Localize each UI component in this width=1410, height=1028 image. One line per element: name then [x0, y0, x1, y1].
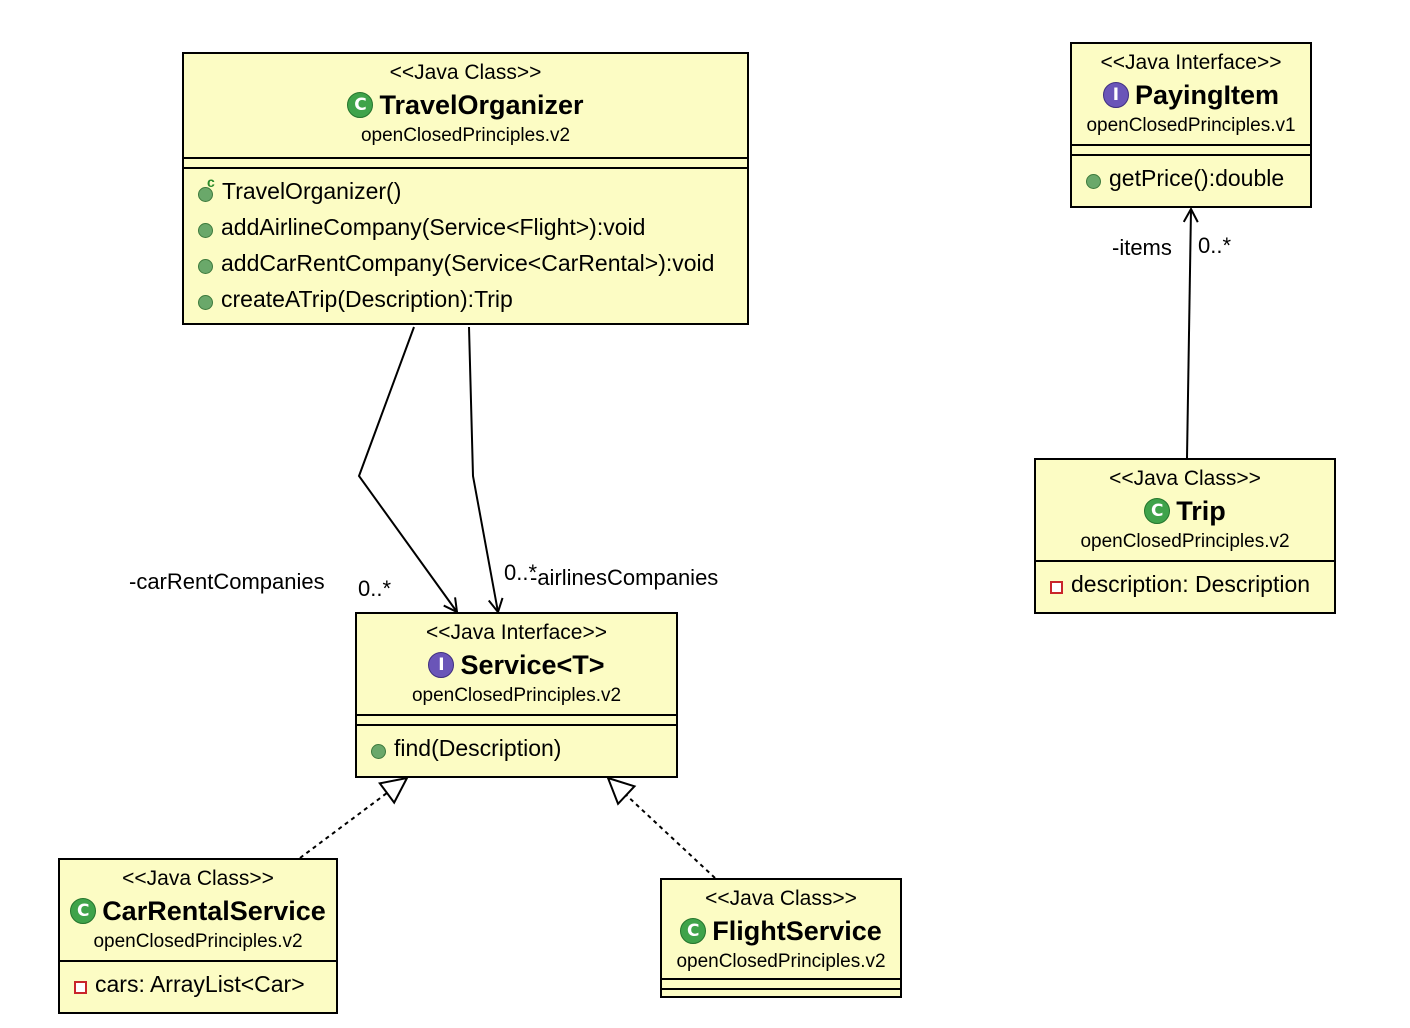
flight-service-realization	[606, 776, 716, 879]
member-row: addAirlineCompany(Service<Flight>):void	[198, 209, 747, 245]
package-name: openClosedPrinciples.v1	[1086, 115, 1296, 136]
car-rental-service-class[interactable]: <<Java Class>> C CarRentalService openCl…	[58, 858, 338, 1014]
class-name: Trip	[1176, 495, 1226, 526]
member-text: TravelOrganizer()	[222, 177, 402, 204]
member-list: getPrice():double	[1072, 156, 1310, 200]
member-row: c TravelOrganizer()	[198, 173, 747, 209]
class-name: CarRentalService	[102, 895, 326, 926]
member-text: addAirlineCompany(Service<Flight>):void	[221, 213, 646, 240]
stereotype: <<Java Class>>	[122, 867, 274, 890]
java-class-icon: C	[70, 898, 97, 924]
service-interface[interactable]: <<Java Interface>> I Service<T> openClos…	[355, 612, 678, 778]
member-row: find(Description)	[371, 730, 676, 766]
items-association	[1187, 209, 1191, 459]
java-class-icon: C	[347, 92, 374, 118]
java-interface-icon: I	[1102, 82, 1129, 108]
airlines-companies-multiplicity: 0..*	[504, 560, 538, 585]
public-method-icon	[198, 258, 213, 274]
member-text: addCarRentCompany(Service<CarRental>):vo…	[221, 249, 715, 276]
member-row: createATrip(Description):Trip	[198, 281, 747, 317]
package-name: openClosedPrinciples.v2	[676, 951, 886, 972]
interface-name: PayingItem	[1134, 79, 1280, 110]
private-field-icon	[74, 980, 87, 994]
class-name: TravelOrganizer	[379, 89, 584, 120]
stereotype: <<Java Class>>	[1109, 467, 1261, 490]
member-list: c TravelOrganizer() addAirlineCompany(Se…	[184, 169, 747, 321]
member-row: cars: ArrayList<Car>	[74, 966, 336, 1002]
package-name: openClosedPrinciples.v2	[93, 931, 303, 952]
class-name: FlightService	[712, 915, 882, 946]
stereotype: <<Java Interface>>	[426, 621, 607, 644]
items-role: -items	[1112, 235, 1172, 260]
java-class-icon: C	[1144, 498, 1171, 524]
items-multiplicity: 0..*	[1198, 233, 1232, 258]
public-method-icon	[198, 294, 213, 310]
java-class-icon: C	[680, 918, 707, 944]
airlines-companies-role: -airlinesCompanies	[530, 565, 719, 590]
travel-organizer-class[interactable]: <<Java Class>> C TravelOrganizer openClo…	[182, 52, 749, 325]
member-text: description: Description	[1071, 570, 1311, 597]
member-text: getPrice():double	[1109, 164, 1285, 191]
member-text: cars: ArrayList<Car>	[95, 970, 305, 997]
car-rental-service-realization	[299, 776, 409, 859]
stereotype: <<Java Class>>	[389, 61, 542, 84]
member-row: description: Description	[1050, 566, 1334, 602]
member-row: getPrice():double	[1086, 160, 1310, 196]
stereotype: <<Java Interface>>	[1100, 51, 1282, 74]
car-rent-companies-role: -carRentCompanies	[129, 569, 325, 594]
public-method-icon	[1086, 173, 1101, 189]
constructor-icon: c	[198, 174, 215, 202]
flight-service-class[interactable]: <<Java Class>> C FlightService openClose…	[660, 878, 902, 998]
stereotype: <<Java Class>>	[705, 887, 857, 910]
paying-item-interface[interactable]: <<Java Interface>> I PayingItem openClos…	[1070, 42, 1312, 208]
package-name: openClosedPrinciples.v2	[360, 125, 571, 146]
java-interface-icon: I	[428, 652, 455, 678]
member-list: description: Description	[1036, 562, 1334, 606]
private-field-icon	[1050, 580, 1063, 594]
car-rent-companies-multiplicity: 0..*	[358, 576, 392, 601]
member-list: find(Description)	[357, 726, 676, 770]
member-text: find(Description)	[394, 734, 562, 761]
airlines-companies-association	[468, 326, 498, 612]
car-rent-companies-association	[357, 326, 457, 612]
public-method-icon	[371, 743, 386, 759]
trip-class[interactable]: <<Java Class>> C Trip openClosedPrincipl…	[1034, 458, 1336, 614]
public-method-icon	[198, 222, 213, 238]
interface-name: Service<T>	[460, 649, 605, 680]
member-text: createATrip(Description):Trip	[221, 285, 513, 312]
member-list: cars: ArrayList<Car>	[60, 962, 336, 1006]
package-name: openClosedPrinciples.v2	[411, 685, 622, 706]
member-row: addCarRentCompany(Service<CarRental>):vo…	[198, 245, 747, 281]
package-name: openClosedPrinciples.v2	[1080, 531, 1290, 552]
